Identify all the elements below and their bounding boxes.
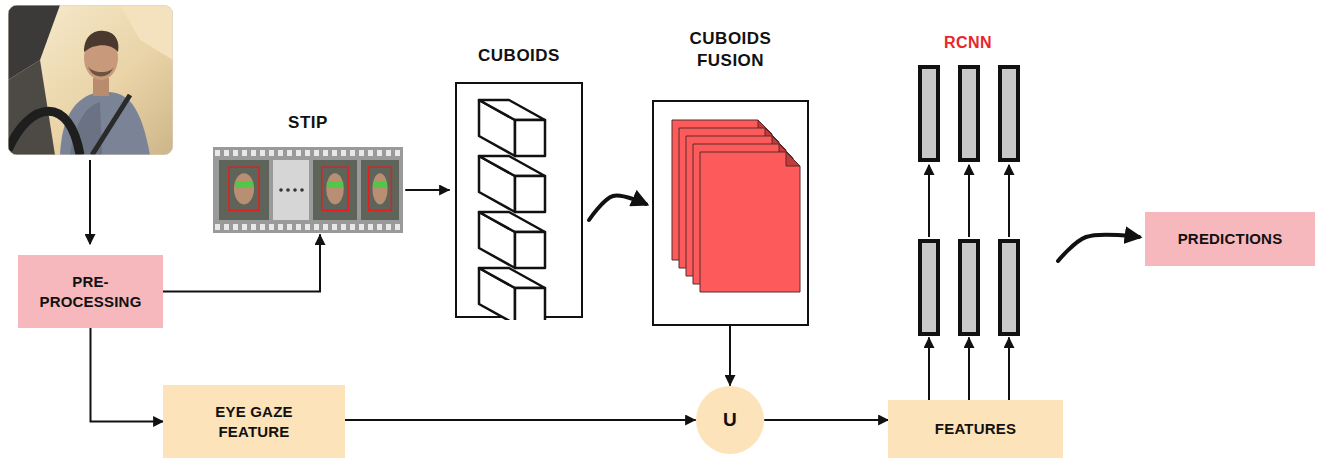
box-shape: PRE- PROCESSING (18, 255, 163, 328)
arrow-line (968, 338, 970, 400)
arrow-line (406, 189, 449, 191)
feature-box: EYE GAZE FEATURE (163, 385, 345, 458)
input-arrow (89, 160, 91, 244)
box-shape: PREDICTIONS (1145, 212, 1315, 266)
node-label: EYE GAZE FEATURE (199, 402, 309, 441)
arrow-line (928, 338, 930, 400)
film-frame (213, 147, 403, 233)
flow-arrow (730, 326, 731, 385)
node-label: PRE- PROCESSING (35, 272, 147, 311)
panel-frame (652, 100, 809, 326)
layer-bars (912, 65, 1024, 336)
heading-slot: CUBOIDS (455, 45, 583, 67)
flow-arrow (929, 338, 1009, 400)
node-label: CUBOIDS FUSION (681, 28, 781, 72)
rcnn-stack: RCNN (912, 33, 1024, 336)
layer-stack (912, 65, 1024, 336)
node-label: RCNN (944, 33, 992, 54)
arrow-line (345, 419, 695, 421)
feature-box: FEATURES (888, 400, 1063, 458)
flow-arrow (765, 420, 888, 421)
flow-arrow (406, 190, 449, 191)
arrow-line (163, 235, 320, 292)
node-label: STIP (288, 112, 328, 134)
flow-arrow (1058, 235, 1139, 261)
arrow-line (765, 419, 888, 421)
node-label: U (723, 408, 737, 433)
node-label: CUBOIDS (478, 45, 560, 67)
heading-slot: STIP (213, 112, 403, 134)
box-shape: EYE GAZE FEATURE (163, 385, 345, 458)
node-label: FEATURES (935, 419, 1016, 439)
film-strip (213, 147, 403, 233)
arrow-line (91, 328, 164, 422)
heading-slot: RCNN (912, 33, 1024, 54)
flow-arrow (91, 328, 164, 422)
flow-arrow (345, 420, 695, 421)
fused-pages (654, 102, 811, 328)
process-box: PRE- PROCESSING (18, 255, 163, 328)
node-label: PREDICTIONS (1178, 229, 1283, 249)
arrow-line (1058, 235, 1139, 261)
panel-frame (455, 82, 583, 318)
cuboids-panel: CUBOIDS (455, 45, 583, 318)
union-circle: U (695, 385, 765, 455)
flow-arrow (589, 196, 646, 220)
heading-slot: CUBOIDS FUSION (652, 28, 809, 72)
stip-stage: STIP (213, 112, 403, 233)
output-box: PREDICTIONS (1145, 212, 1315, 266)
driver-photo (8, 5, 173, 155)
cuboid-stack (457, 84, 585, 320)
circle-shape: U (695, 385, 765, 455)
box-shape: FEATURES (888, 400, 1063, 458)
flow-arrow (163, 235, 320, 292)
fusion-panel: CUBOIDS FUSION (652, 28, 809, 326)
arrow-line (589, 196, 646, 220)
arrow-line (729, 326, 731, 385)
arrow-line (1008, 338, 1010, 400)
